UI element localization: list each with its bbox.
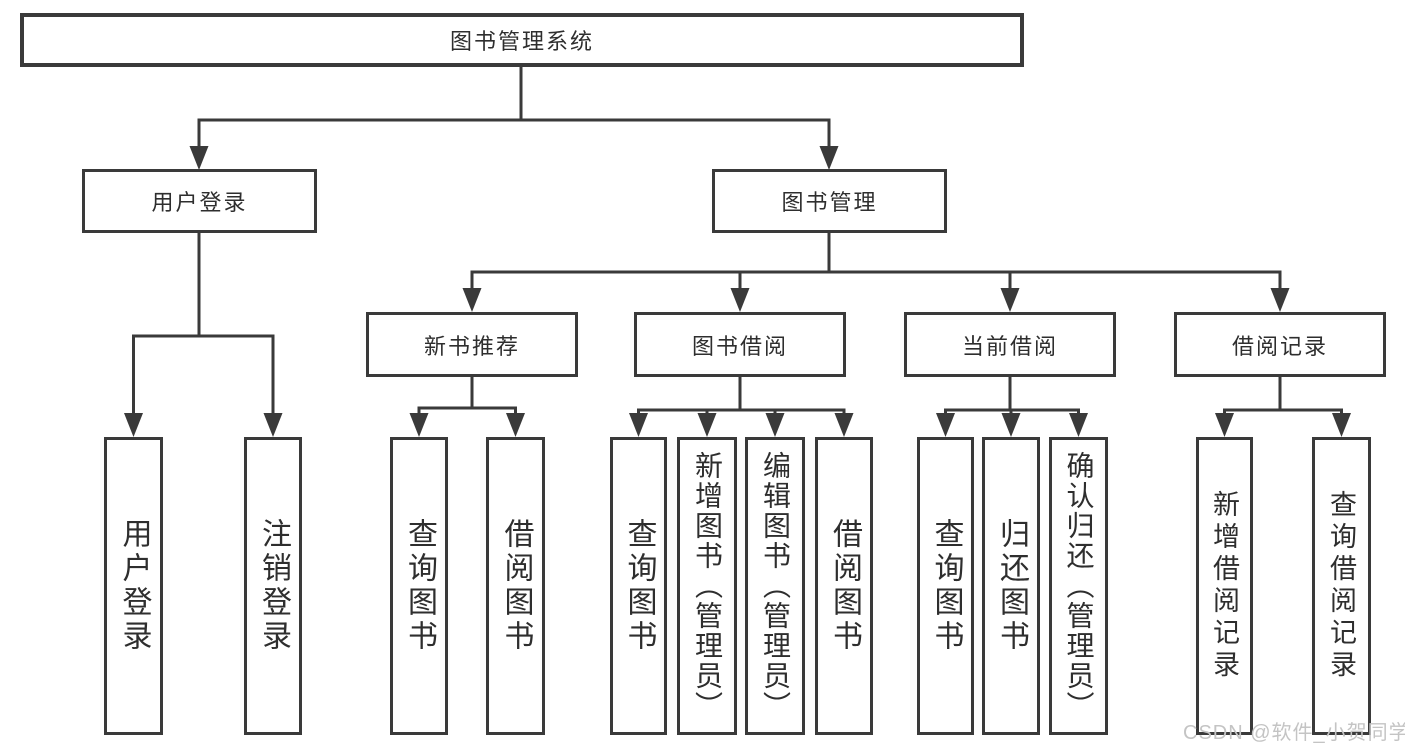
leaf-user-login: 用户登录 bbox=[104, 437, 163, 735]
leaf-logout: 注销登录 bbox=[244, 437, 302, 735]
node-new-book-rec: 新书推荐 bbox=[366, 312, 578, 377]
leaf-edit-book-admin: 编辑图书（管理员） bbox=[745, 437, 805, 735]
connector-current-borrow-children bbox=[936, 376, 1088, 437]
leaf-query-borrow-record: 查询借阅记录 bbox=[1312, 437, 1371, 735]
leaf-borrow-query-book-label: 查询图书 bbox=[622, 518, 656, 654]
leaf-confirm-return-admin: 确认归还（管理员） bbox=[1049, 437, 1108, 735]
leaf-newrec-borrow-book: 借阅图书 bbox=[486, 437, 545, 735]
leaf-newrec-borrow-book-label: 借阅图书 bbox=[499, 518, 533, 654]
leaf-confirm-return-admin-label: 确认归还（管理员） bbox=[1063, 451, 1095, 721]
node-new-book-rec-label: 新书推荐 bbox=[423, 333, 520, 359]
leaf-add-borrow-record-label: 新增借阅记录 bbox=[1209, 490, 1239, 682]
node-book-borrow-label: 图书借阅 bbox=[691, 333, 788, 359]
leaf-current-query-book-label: 查询图书 bbox=[929, 518, 963, 654]
node-borrow-record: 借阅记录 bbox=[1174, 312, 1386, 377]
leaf-add-book-admin: 新增图书（管理员） bbox=[677, 437, 737, 735]
connector-new-book-rec-children bbox=[409, 376, 525, 437]
node-user-login: 用户登录 bbox=[82, 169, 317, 233]
node-book-manage-label: 图书管理 bbox=[781, 190, 878, 215]
leaf-return-book-label: 归还图书 bbox=[995, 518, 1028, 654]
leaf-borrow-query-book: 查询图书 bbox=[610, 437, 667, 735]
csdn-watermark: CSDN @软件_小贺同学 bbox=[1183, 722, 1405, 744]
connector-borrow-record-children bbox=[1215, 376, 1351, 437]
connector-user-login-children bbox=[124, 233, 283, 437]
node-root: 图书管理系统 bbox=[20, 13, 1024, 67]
leaf-current-query-book: 查询图书 bbox=[917, 437, 974, 735]
node-borrow-record-label: 借阅记录 bbox=[1231, 333, 1328, 359]
connector-root-to-level2 bbox=[189, 66, 839, 170]
leaf-newrec-query-book-label: 查询图书 bbox=[403, 518, 436, 654]
leaf-logout-label: 注销登录 bbox=[257, 518, 290, 654]
node-book-manage: 图书管理 bbox=[712, 169, 947, 233]
leaf-add-borrow-record: 新增借阅记录 bbox=[1196, 437, 1253, 735]
node-book-borrow: 图书借阅 bbox=[634, 312, 846, 377]
leaf-user-login-label: 用户登录 bbox=[117, 518, 151, 654]
leaf-borrow-book: 借阅图书 bbox=[815, 437, 873, 735]
leaf-add-book-admin-label: 新增图书（管理员） bbox=[692, 451, 723, 721]
node-user-login-label: 用户登录 bbox=[151, 190, 248, 215]
node-current-borrow-label: 当前借阅 bbox=[961, 333, 1058, 359]
connector-book-manage-to-level3 bbox=[462, 232, 1290, 312]
leaf-borrow-book-label: 借阅图书 bbox=[828, 518, 861, 654]
leaf-return-book: 归还图书 bbox=[982, 437, 1040, 735]
leaf-edit-book-admin-label: 编辑图书（管理员） bbox=[760, 451, 791, 721]
node-current-borrow: 当前借阅 bbox=[904, 312, 1116, 377]
connector-book-borrow-children bbox=[629, 376, 854, 437]
leaf-query-borrow-record-label: 查询借阅记录 bbox=[1326, 490, 1356, 682]
leaf-newrec-query-book: 查询图书 bbox=[390, 437, 448, 735]
node-root-label: 图书管理系统 bbox=[449, 29, 594, 54]
